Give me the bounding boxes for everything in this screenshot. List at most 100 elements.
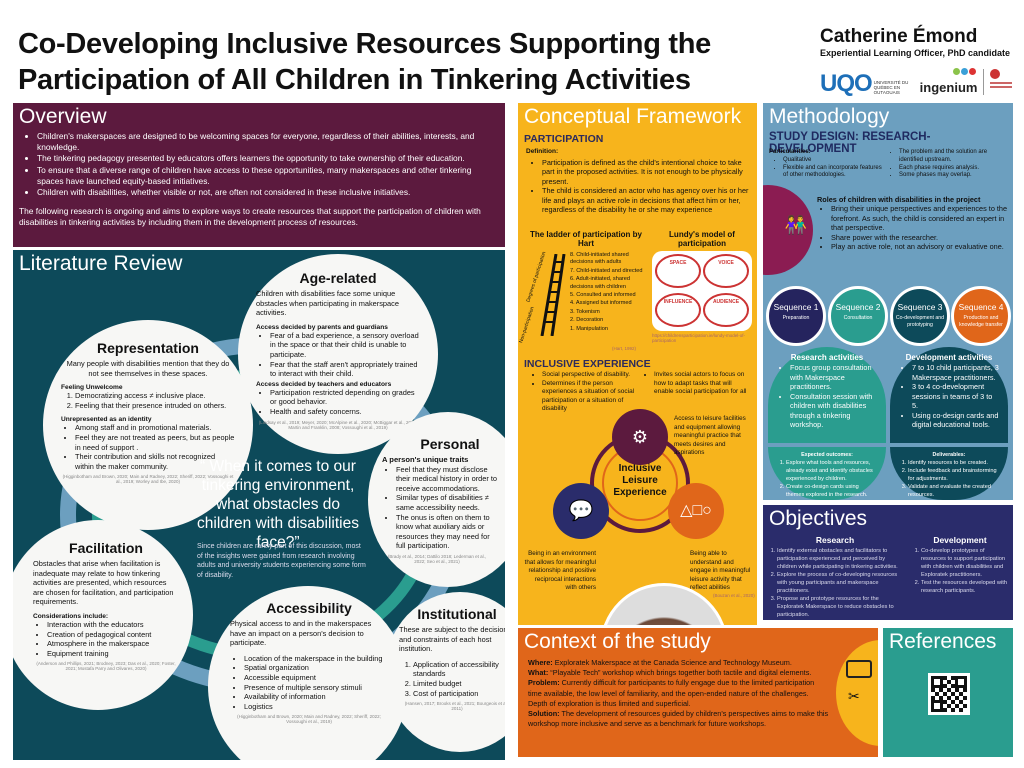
list-item: Presence of multiple sensory stimuli [244, 683, 388, 693]
development-objectives-list: Co-develop prototypes of resources to su… [913, 547, 1007, 595]
framework-title: Conceptual Framework [524, 105, 742, 128]
list-item: Application of accessibility standards [413, 660, 505, 679]
solution-text: The development of resources guided by c… [528, 709, 829, 729]
ingenium-logo-text: ingenium [919, 80, 978, 95]
list-item: Identify resources to be created. [908, 459, 1000, 467]
research-objectives-list: Identify external obstacles and facilita… [769, 547, 901, 619]
deliverables-list: Identify resources to be created.Include… [898, 459, 1000, 499]
what-label: What: [528, 668, 549, 678]
context-where: Where: Exploratek Makerspace at the Cana… [528, 658, 830, 668]
list-item: Some phases may overlap. [899, 172, 1005, 180]
institutional-circle: Institutional These are subject to the d… [385, 592, 505, 752]
context-problem: Problem: Currently difficult for partici… [528, 678, 830, 709]
list-item: Qualitative [783, 157, 884, 165]
outcomes-list: Explore what tools and resources, alread… [776, 459, 878, 499]
list-item: Fear that the staff aren't appropriately… [270, 360, 420, 379]
list-item: Co-develop prototypes of resources to su… [921, 547, 1007, 579]
list-item: Using co-design cards and digital educat… [912, 411, 1000, 430]
accessibility-circle: Accessibility Physical access to and in … [208, 586, 408, 760]
sequence-2-desc: Consultation [843, 315, 873, 321]
representation-list2: Among staff and in promotional materials… [61, 423, 235, 471]
facilitation-sub1: Considerations include: [33, 612, 109, 620]
definition-label: Definition: [526, 148, 559, 155]
overview-bullets: Children's makerspaces are designed to b… [23, 131, 495, 198]
list-item: Share power with the researcher. [831, 233, 1009, 242]
roles-list: Bring their unique perspectives and expe… [817, 204, 1009, 251]
research-activities-list: Focus group consultation with Makerspace… [776, 363, 878, 430]
list-item: 6. Adult-initiated, shared decisions wit… [570, 276, 631, 290]
list-item: Children's makerspaces are designed to b… [37, 131, 495, 153]
age-title: Age-related [299, 270, 377, 286]
facilitation-title: Facilitation [69, 540, 143, 556]
list-item: Each phase requires analysis. [899, 165, 1005, 173]
overview-section: Overview Children's makerspaces are desi… [13, 103, 505, 247]
author-block: Catherine Émond Experiential Learning Of… [820, 26, 1020, 96]
research-activities: Research activities Focus group consulta… [768, 347, 886, 443]
list-item: 2. Decoration [570, 317, 604, 324]
particularities-label: Particularities: [769, 149, 811, 155]
personal-list1: Feel that they must disclose their medic… [382, 465, 500, 551]
facilitation-circle: Facilitation Obstacles that arise when f… [13, 520, 193, 710]
list-item: Consultation session with children with … [790, 392, 878, 430]
list-item: 3 to 4 co-development sessions in teams … [912, 382, 1000, 411]
development-objectives-title: Development [933, 535, 987, 545]
representation-cite: (Higginbotham and Brown, 2020; Main and … [62, 474, 234, 485]
deliverables: Deliverables: Identify resources to be c… [890, 447, 1008, 500]
age-list1: Fear of a bad experience, a sensory over… [256, 331, 420, 379]
list-item: Democratizing access ≠ inclusive place. [75, 391, 235, 401]
quote-note: Since children are rarely part of this d… [197, 543, 366, 579]
age-list2: Participation restricted depending on gr… [256, 388, 420, 417]
list-item: Explore what tools and resources, alread… [786, 459, 878, 483]
institutional-cite: (Hansen, 2017; Brooks et al., 2021; Bour… [404, 701, 505, 712]
list-item: 3. Tokenism [570, 308, 600, 315]
problem-text: Currently difficult for participants to … [528, 678, 815, 708]
lundy-space: SPACE [655, 254, 701, 288]
list-item: Validate and evaluate the created resour… [908, 483, 1000, 499]
lundy-audience: AUDIENCE [703, 293, 749, 327]
problem-label: Problem: [528, 678, 560, 688]
methodology-title: Methodology [769, 105, 890, 128]
lundy-influence: INFLUENCE [655, 293, 701, 327]
list-item: To ensure that a diverse range of childr… [37, 165, 495, 187]
conceptual-framework-section: Conceptual Framework PARTICIPATION Defin… [518, 103, 757, 625]
list-item: Invites social actors to focus on how to… [654, 371, 752, 397]
where-label: Where: [528, 658, 553, 667]
outcomes-title: Expected outcomes: [801, 452, 853, 458]
list-item: Create co-design cards using themes expl… [786, 483, 878, 499]
list-item: Participation restricted depending on gr… [270, 388, 420, 407]
list-item: Feel that they must disclose their medic… [396, 465, 500, 494]
list-item: Equipment training [47, 649, 179, 659]
list-item: The problem and the solution are identif… [899, 149, 1005, 165]
list-item: 4. Assigned but informed [570, 300, 632, 307]
solution-label: Solution: [528, 709, 560, 719]
personal-title: Personal [420, 436, 480, 452]
ladder-non-label: Non-participation [518, 306, 536, 344]
study-design-heading: STUDY DESIGN: RESEARCH-DEVELOPMENT [769, 131, 931, 155]
diagram-cite: (Bouzan et al., 2020) [713, 593, 755, 598]
list-item: Determines if the person experiences a s… [542, 380, 646, 414]
list-item: The tinkering pedagogy presented by educ… [37, 153, 495, 164]
age-related-circle: Age-related Children with disabilities f… [238, 254, 438, 454]
list-item: Interaction with the educators [47, 620, 179, 630]
list-item: Availability of information [244, 692, 388, 702]
accessibility-cite: (Higginbotham and Brown, 2020; Main and … [237, 714, 381, 725]
objectives-section: Objectives Research Identify external ob… [763, 505, 1013, 620]
qr-code[interactable] [928, 673, 970, 715]
objectives-title: Objectives [769, 507, 868, 530]
ingenium-logo: ingenium [919, 62, 978, 95]
poster-title: Co-Developing Inclusive Resources Suppor… [18, 28, 711, 96]
sequence-4-title: Sequence 4 [958, 302, 1004, 312]
ladder-of-participation: The ladder of participation by Hart Degr… [518, 230, 648, 351]
list-item: Play an active role, not an advisory or … [831, 242, 1009, 251]
list-item: Creation of pedagogical content [47, 630, 179, 640]
ladder-cite: (Hart, 1992) [612, 346, 637, 351]
list-item: Bring their unique perspectives and expe… [831, 204, 1009, 232]
facilitation-list1: Interaction with the educatorsCreation o… [33, 620, 179, 658]
inclusive-left-list: Social perspective of disability.Determi… [528, 371, 646, 414]
facilitation-cite: (Anderson and Phillips, 2021; Brodney, 2… [36, 661, 176, 672]
sequence-4-desc: Production and knowledge transfer [959, 315, 1003, 328]
